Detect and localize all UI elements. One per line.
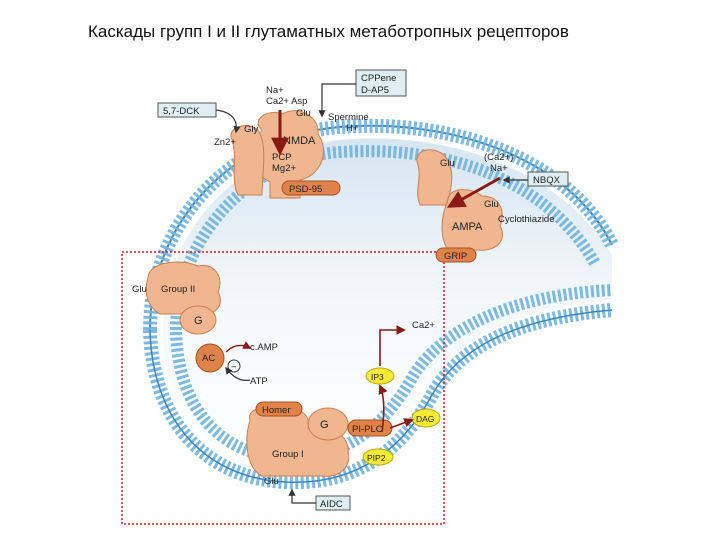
glu-group1-label: Glu <box>264 476 279 487</box>
group1-g-protein <box>307 407 349 441</box>
psd95-box <box>281 180 341 196</box>
aidc-arrow <box>288 488 316 504</box>
mg-label: Mg2+ <box>272 163 296 174</box>
nbqx-box <box>527 171 569 187</box>
spermine-label: Spermine <box>328 112 369 123</box>
ca-paren-label: (Ca2+) <box>484 152 513 163</box>
nmda-receptor: NMDA <box>230 110 325 199</box>
dag-label: DAG <box>416 414 434 424</box>
camp-label: c.AMP <box>250 342 278 353</box>
ca-out-label: Ca2+ <box>412 320 435 331</box>
pcp-label: PCP <box>272 152 292 163</box>
ac-label: AC <box>202 353 215 364</box>
ampa-label: AMPA <box>452 221 483 233</box>
zn-label: Zn2+ <box>214 137 236 148</box>
minus-label: − <box>231 362 237 373</box>
h-plus-label: H+ <box>346 123 359 134</box>
homer-box <box>255 401 303 417</box>
ac-camp-arrow <box>225 341 252 353</box>
g2-label: G <box>194 315 203 327</box>
slide-title: Каскады групп I и II глутаматных метабот… <box>88 22 569 41</box>
plc-dag-arrow <box>389 418 414 429</box>
group2-receptor: Group II <box>145 261 221 316</box>
g1-label: G <box>320 419 329 431</box>
ampa-influx-arrow <box>446 176 501 208</box>
dag-bubble <box>411 408 441 428</box>
cppene-box <box>355 69 407 97</box>
pi-plc-label: PI-PLC <box>352 424 383 435</box>
inhibition-symbol <box>227 359 241 373</box>
na-label: Na+ <box>266 85 284 96</box>
cyclothiazide-label: Cyclothiazide <box>498 214 555 225</box>
nmda-label: NMDA <box>283 135 316 147</box>
cppene-arrow <box>318 83 356 118</box>
psd95-label: PSD-95 <box>289 184 322 195</box>
atp-ac-arrow <box>225 366 251 381</box>
pip2-bubble <box>362 448 394 466</box>
atp-label: ATP <box>250 376 268 387</box>
grip-label: GRIP <box>444 251 467 262</box>
glu-group2-label: Glu <box>132 284 147 295</box>
metabotropic-region-outline <box>121 251 445 525</box>
ca-asp-label: Ca2+ Asp <box>266 96 307 107</box>
group1-label: Group I <box>272 449 304 460</box>
glu-ampa-label: Glu <box>484 199 499 210</box>
cppene-label-1: CPPene <box>361 73 396 84</box>
cppene-label-2: D-AP5 <box>361 85 389 96</box>
gly-label: Gly <box>244 124 259 135</box>
ip3-ca-arrow <box>379 325 406 366</box>
arrows <box>215 83 528 504</box>
pip2-label: PIP2 <box>367 453 386 463</box>
ip3-bubble <box>365 367 395 385</box>
aidc-label: AIDC <box>320 499 343 510</box>
grip-box <box>435 247 477 263</box>
homer-label: Homer <box>262 405 291 416</box>
plc-ip3-arrow <box>378 384 388 433</box>
dck-label: 5,7-DCK <box>163 106 200 117</box>
ac-enzyme <box>195 343 225 373</box>
group2-label: Group II <box>161 284 195 295</box>
group2-g-protein <box>179 305 217 335</box>
glu-ampa-ion-label: Glu <box>440 158 455 169</box>
nbqx-label: NBQX <box>533 175 561 186</box>
na-ampa-label: Na+ <box>490 163 508 174</box>
dck-arrow <box>215 109 241 134</box>
ip3-label: IP3 <box>371 372 384 382</box>
glu-nmda-label: Glu <box>296 108 311 119</box>
